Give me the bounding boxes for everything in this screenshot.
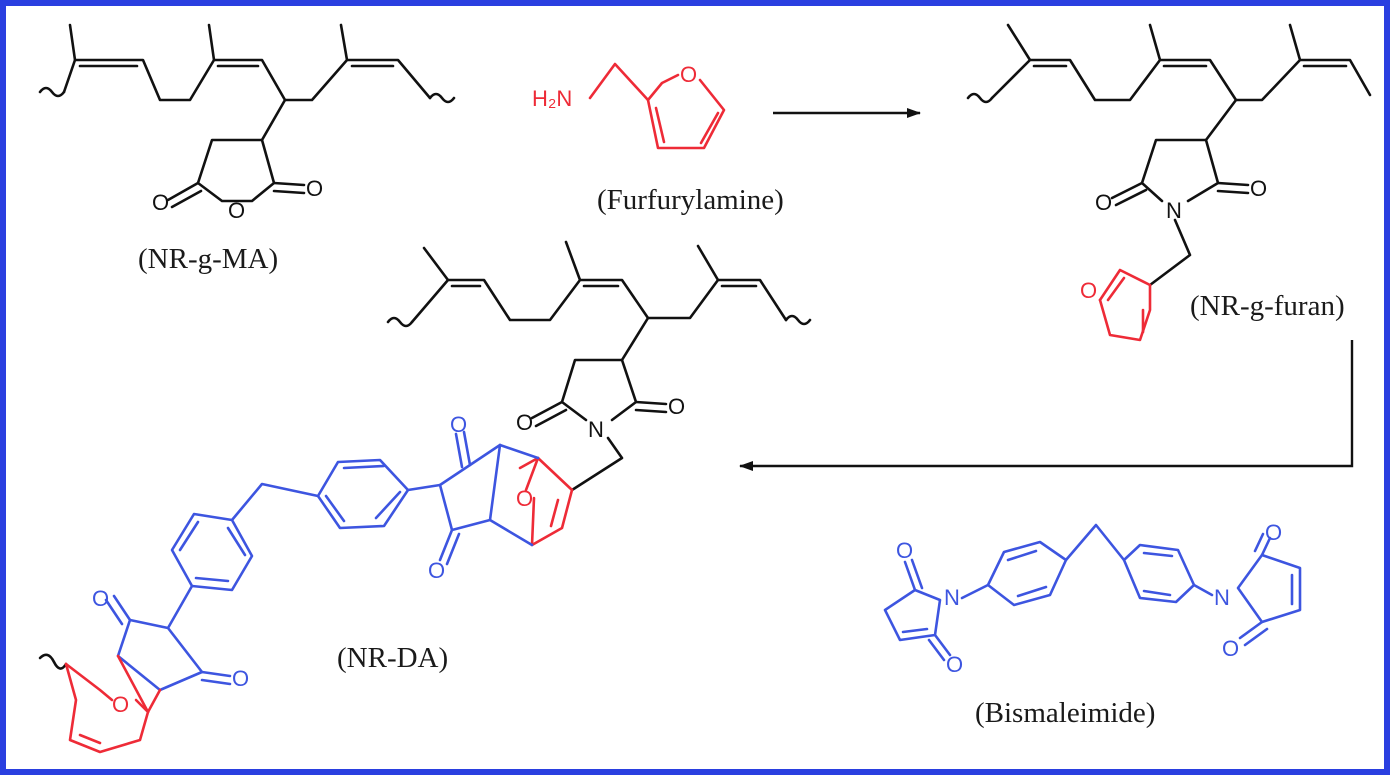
oxygen-atom: O [516,486,533,511]
furfurylamine-structure: H₂N O [532,62,726,150]
oxygen-atom: O [896,538,913,563]
nitrogen-atom: N [944,585,960,610]
label-nr-g-furan: (NR-g-furan) [1190,290,1345,322]
nitrogen-atom: N [1214,585,1230,610]
nitrogen-atom: N [1166,198,1182,223]
oxygen-atom: O [232,666,249,691]
oxygen-atom: O [946,652,963,677]
oxygen-atom: O [450,412,467,437]
amine-group: H₂N [532,86,572,111]
nitrogen-atom: N [588,417,604,442]
oxygen-atom: O [1080,278,1097,303]
oxygen-atom: O [1095,190,1112,215]
label-nr-da: (NR-DA) [337,642,449,674]
oxygen-atom: O [668,394,685,419]
label-bismaleimide: (Bismaleimide) [975,697,1156,729]
oxygen-atom: O [1265,520,1282,545]
oxygen-atom: O [1222,636,1239,661]
oxygen-atom: O [680,62,697,87]
oxygen-atom: O [306,176,323,201]
label-furfurylamine: (Furfurylamine) [597,184,784,216]
nr-g-ma-structure: O O O [38,23,456,223]
bismaleimide-structure: O O N N O O [883,520,1302,677]
oxygen-atom: O [228,198,245,223]
oxygen-atom: O [92,586,109,611]
label-nr-g-ma: (NR-g-MA) [138,243,279,275]
oxygen-atom: O [516,410,533,435]
oxygen-atom: O [152,190,169,215]
nr-g-furan-structure: O N O O [966,23,1372,342]
oxygen-atom: O [112,692,129,717]
oxygen-atom: O [428,558,445,583]
reaction-arrow-2 [739,340,1354,471]
nr-da-structure: O N O O O O O [38,240,812,754]
oxygen-atom: O [1250,176,1267,201]
